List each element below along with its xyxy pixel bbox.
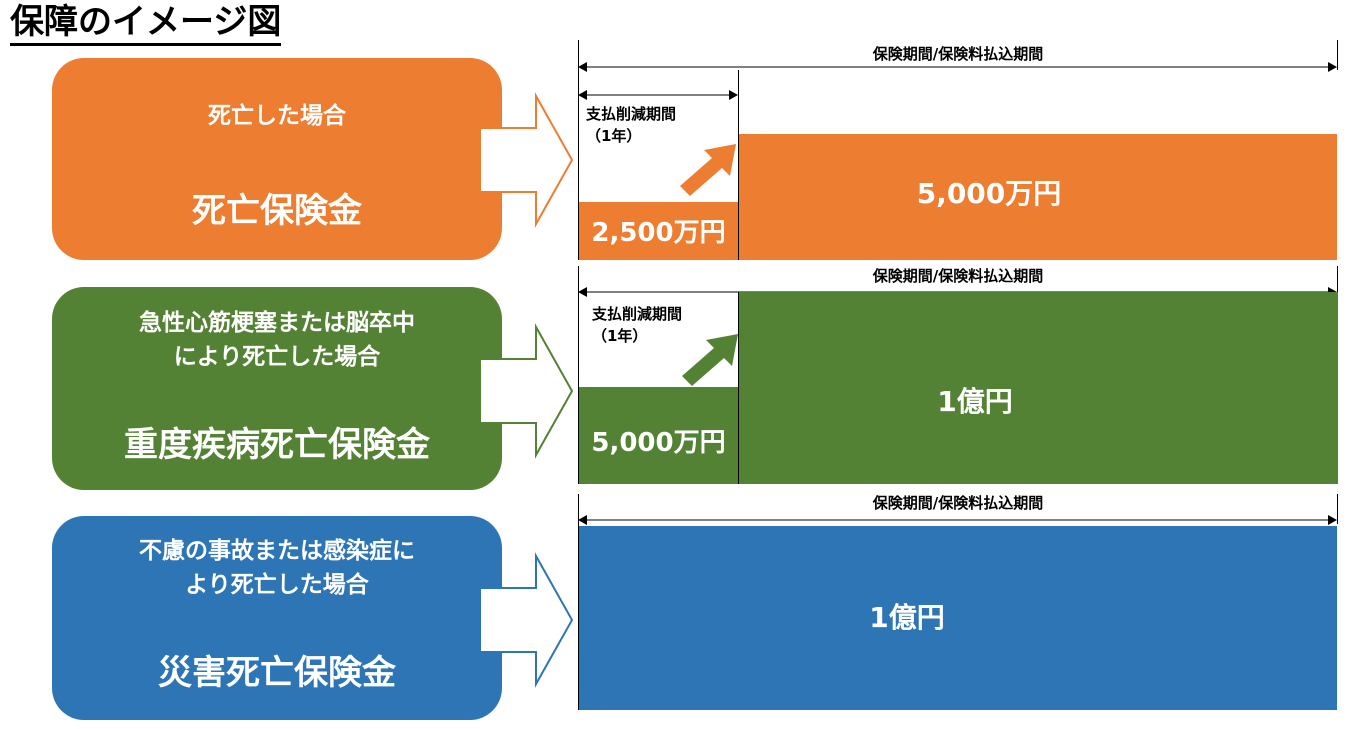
row2-main-bar <box>738 292 1338 484</box>
row1-main-bar <box>739 134 1337 260</box>
row1-reduced-period-arrow <box>578 90 738 100</box>
row2-right-arrow-icon <box>479 323 574 459</box>
row2-period-left-tick <box>578 266 579 484</box>
critical-illness-condition-line1: 急性心筋梗塞または脳卒中 <box>139 310 415 336</box>
row2-period-label: 保険期間/保険料払込期間 <box>872 267 1044 285</box>
page-title: 保障のイメージ図 <box>10 2 282 46</box>
accident-condition-line1: 不慮の事故または感染症に <box>139 538 415 564</box>
critical-illness-condition-line2: により死亡した場合 <box>173 344 381 370</box>
row1-period-right-tick <box>1337 40 1338 70</box>
row3-period-left-tick <box>578 494 579 710</box>
row1-period-label: 保険期間/保険料払込期間 <box>872 45 1044 63</box>
row3-main-amount: 1億円 <box>869 601 945 634</box>
row2-first-year-bar <box>579 387 738 484</box>
row1-first-year-amount: 2,500万円 <box>591 218 726 248</box>
row2-step-up-arrow-icon <box>682 334 738 386</box>
accident-label-box: 不慮の事故または感染症に より死亡した場合 災害死亡保険金 <box>52 516 502 720</box>
row3-period-label: 保険期間/保険料払込期間 <box>872 494 1044 512</box>
row1-reduced-divider <box>738 70 739 260</box>
critical-illness-label-box: 急性心筋梗塞または脳卒中 により死亡した場合 重度疾病死亡保険金 <box>52 287 502 490</box>
row2-first-year-amount: 5,000万円 <box>591 428 726 458</box>
row3-main-bar <box>579 526 1337 710</box>
critical-illness-benefit-name: 重度疾病死亡保険金 <box>124 425 430 465</box>
row2-main-amount: 1億円 <box>937 385 1013 418</box>
row1-period-arrow <box>578 62 1337 72</box>
row1-first-year-bar <box>579 202 738 260</box>
death-benefit-name: 死亡保険金 <box>192 191 362 231</box>
row1-main-amount: 5,000万円 <box>916 177 1062 210</box>
accident-condition-line2: より死亡した場合 <box>185 572 369 598</box>
row2-reduced-label: 支払削減期間 （1年） <box>592 305 683 345</box>
row3-right-arrow-icon <box>479 552 574 688</box>
row1-step-up-arrow-icon <box>680 144 736 196</box>
row2-period-right-tick <box>1337 266 1338 296</box>
row1-right-arrow-icon <box>479 92 574 228</box>
row3-period-right-tick <box>1337 494 1338 524</box>
death-condition: 死亡した場合 <box>208 103 346 129</box>
death-benefit-label-box: 死亡した場合 死亡保険金 <box>52 58 502 260</box>
row1-reduced-label: 支払削減期間 （1年） <box>586 105 677 145</box>
accident-benefit-name: 災害死亡保険金 <box>158 653 396 693</box>
row1-period-left-tick <box>578 40 579 260</box>
row3-period-arrow <box>578 515 1337 525</box>
